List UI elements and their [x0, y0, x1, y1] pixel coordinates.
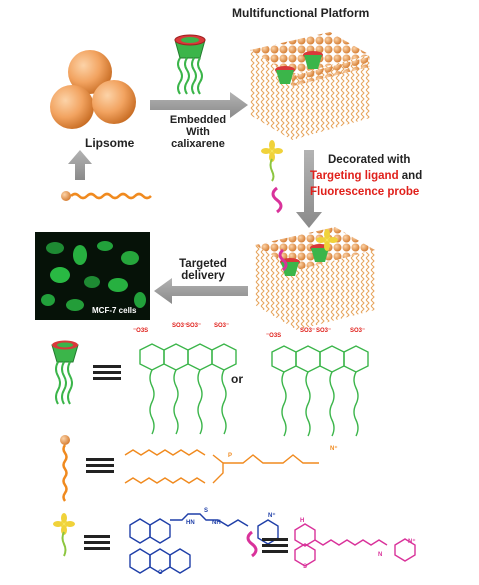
chem-o-dye: O	[158, 570, 163, 576]
lipid-structure	[124, 449, 319, 484]
fluorescence-probe-text: Fluorescence probe	[310, 186, 420, 198]
ligand-squiggle-icon	[246, 530, 258, 558]
targeting-ligand-text: Targeting ligand	[310, 170, 399, 182]
equivalence-icon	[262, 538, 288, 553]
calixarene-icon	[174, 34, 206, 95]
calixarene-structure-1	[139, 343, 237, 435]
chem-s: S	[204, 508, 209, 514]
targeted-line-1: Targeted	[179, 258, 227, 270]
liposome-label: Lipsome	[85, 136, 135, 150]
chem-so3-1b: SO3⁻	[186, 323, 202, 329]
ligand-squiggle-icon	[271, 186, 283, 214]
chem-o3s-1: ⁻O3S	[133, 328, 149, 334]
chem-so3-1c: SO3⁻	[214, 323, 230, 329]
arrow-down-icon	[296, 150, 322, 228]
chem-s-ligand: S	[303, 564, 308, 570]
ligand-structure	[294, 523, 416, 567]
chem-so3-2a: SO3⁻	[300, 328, 316, 334]
arrow-left-icon	[154, 278, 248, 304]
chem-o3s-2: ⁻O3S	[266, 333, 282, 339]
embedded-label: Embedded With calixarene	[162, 114, 234, 150]
chem-n-plus-dye: N⁺	[268, 513, 276, 519]
embedded-line-3: calixarene	[171, 138, 225, 150]
lipid-chain-icon	[60, 435, 70, 502]
platform-block-top	[250, 32, 370, 140]
chem-n-ligand: N	[378, 552, 383, 558]
targeted-delivery-label: Targeted delivery	[168, 258, 238, 282]
chem-p: P	[228, 453, 233, 459]
equivalence-icon	[84, 535, 110, 550]
chem-n-plus-ligand: N⁺	[408, 539, 416, 545]
chem-so3-2b: SO3⁻	[316, 328, 332, 334]
embedded-line-2: With	[186, 126, 210, 138]
chem-so3-1a: SO3⁻	[172, 323, 188, 329]
calixarene-structure-2	[271, 345, 369, 437]
chem-so3-2c: SO3⁻	[350, 328, 366, 334]
dye-structure	[129, 513, 279, 574]
cell-label: MCF-7 cells	[92, 306, 137, 315]
embedded-line-1: Embedded	[169, 114, 227, 126]
or-label: or	[231, 372, 243, 386]
dye-flower-icon	[53, 513, 75, 557]
cell-microscopy-image	[35, 232, 150, 320]
equivalence-icon	[93, 365, 121, 380]
equivalence-icon	[86, 458, 114, 473]
chem-h: H	[300, 518, 305, 524]
and-text: and	[398, 170, 423, 182]
liposome-sphere-icon	[50, 50, 136, 129]
lipid-chain-icon	[61, 191, 152, 201]
calixarene-icon	[275, 51, 323, 84]
decorated-line-1: Decorated with	[328, 154, 411, 166]
arrow-up-icon	[68, 150, 92, 180]
chem-n-plus-lipid: N⁺	[330, 446, 338, 452]
chem-nh: NH	[212, 520, 221, 526]
platform-block-decorated	[255, 227, 375, 330]
chem-hn: HN	[186, 520, 195, 526]
targeted-line-2: delivery	[181, 270, 225, 282]
arrow-right-icon	[150, 92, 248, 118]
calixarene-icon	[51, 340, 79, 405]
platform-title: Multifunctional Platform	[232, 6, 370, 20]
decorated-line-2: Targeting ligand and	[310, 170, 422, 182]
dye-flower-icon	[261, 140, 283, 182]
